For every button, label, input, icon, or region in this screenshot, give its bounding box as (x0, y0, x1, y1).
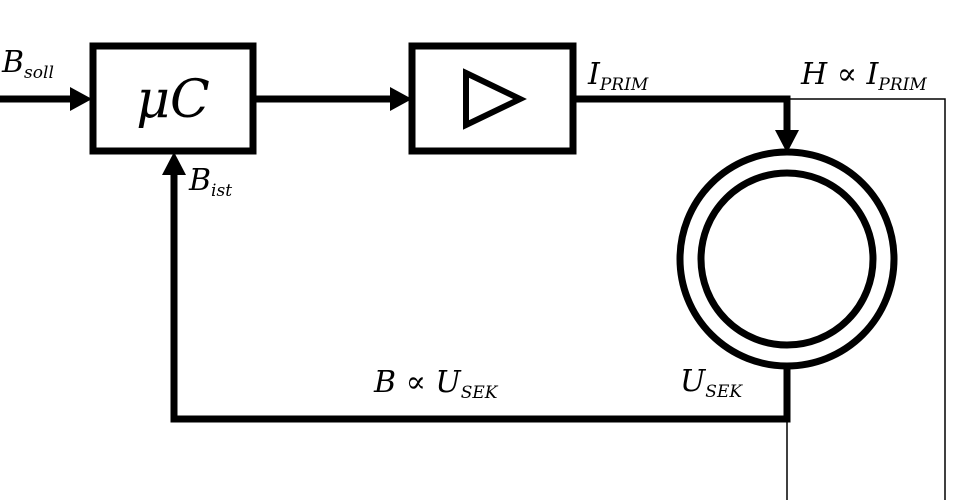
b-soll-label: Bsoll (1, 45, 54, 83)
primary-current-line (573, 95, 791, 140)
controller-label: μC (136, 70, 210, 130)
h-prop-i-prim-label: H ∝ IPRIM (800, 57, 927, 95)
amplifier-block (408, 42, 577, 155)
b-ist-label: Bist (188, 163, 232, 201)
toroid-arrowhead (775, 130, 799, 153)
amplifier-arrowhead (390, 87, 412, 111)
b-prop-u-sek-label: B ∝ USEK (373, 365, 499, 403)
i-prim-label: IPRIM (587, 57, 649, 95)
feedback-line (170, 165, 791, 423)
input-arrowhead (70, 87, 92, 111)
toroid-inner-ring (697, 169, 877, 349)
u-sek-label: USEK (680, 364, 743, 402)
triangle-amplifier-icon (463, 68, 527, 130)
h-field-thin-line (787, 98, 946, 500)
feedback-arrowhead (162, 152, 186, 175)
